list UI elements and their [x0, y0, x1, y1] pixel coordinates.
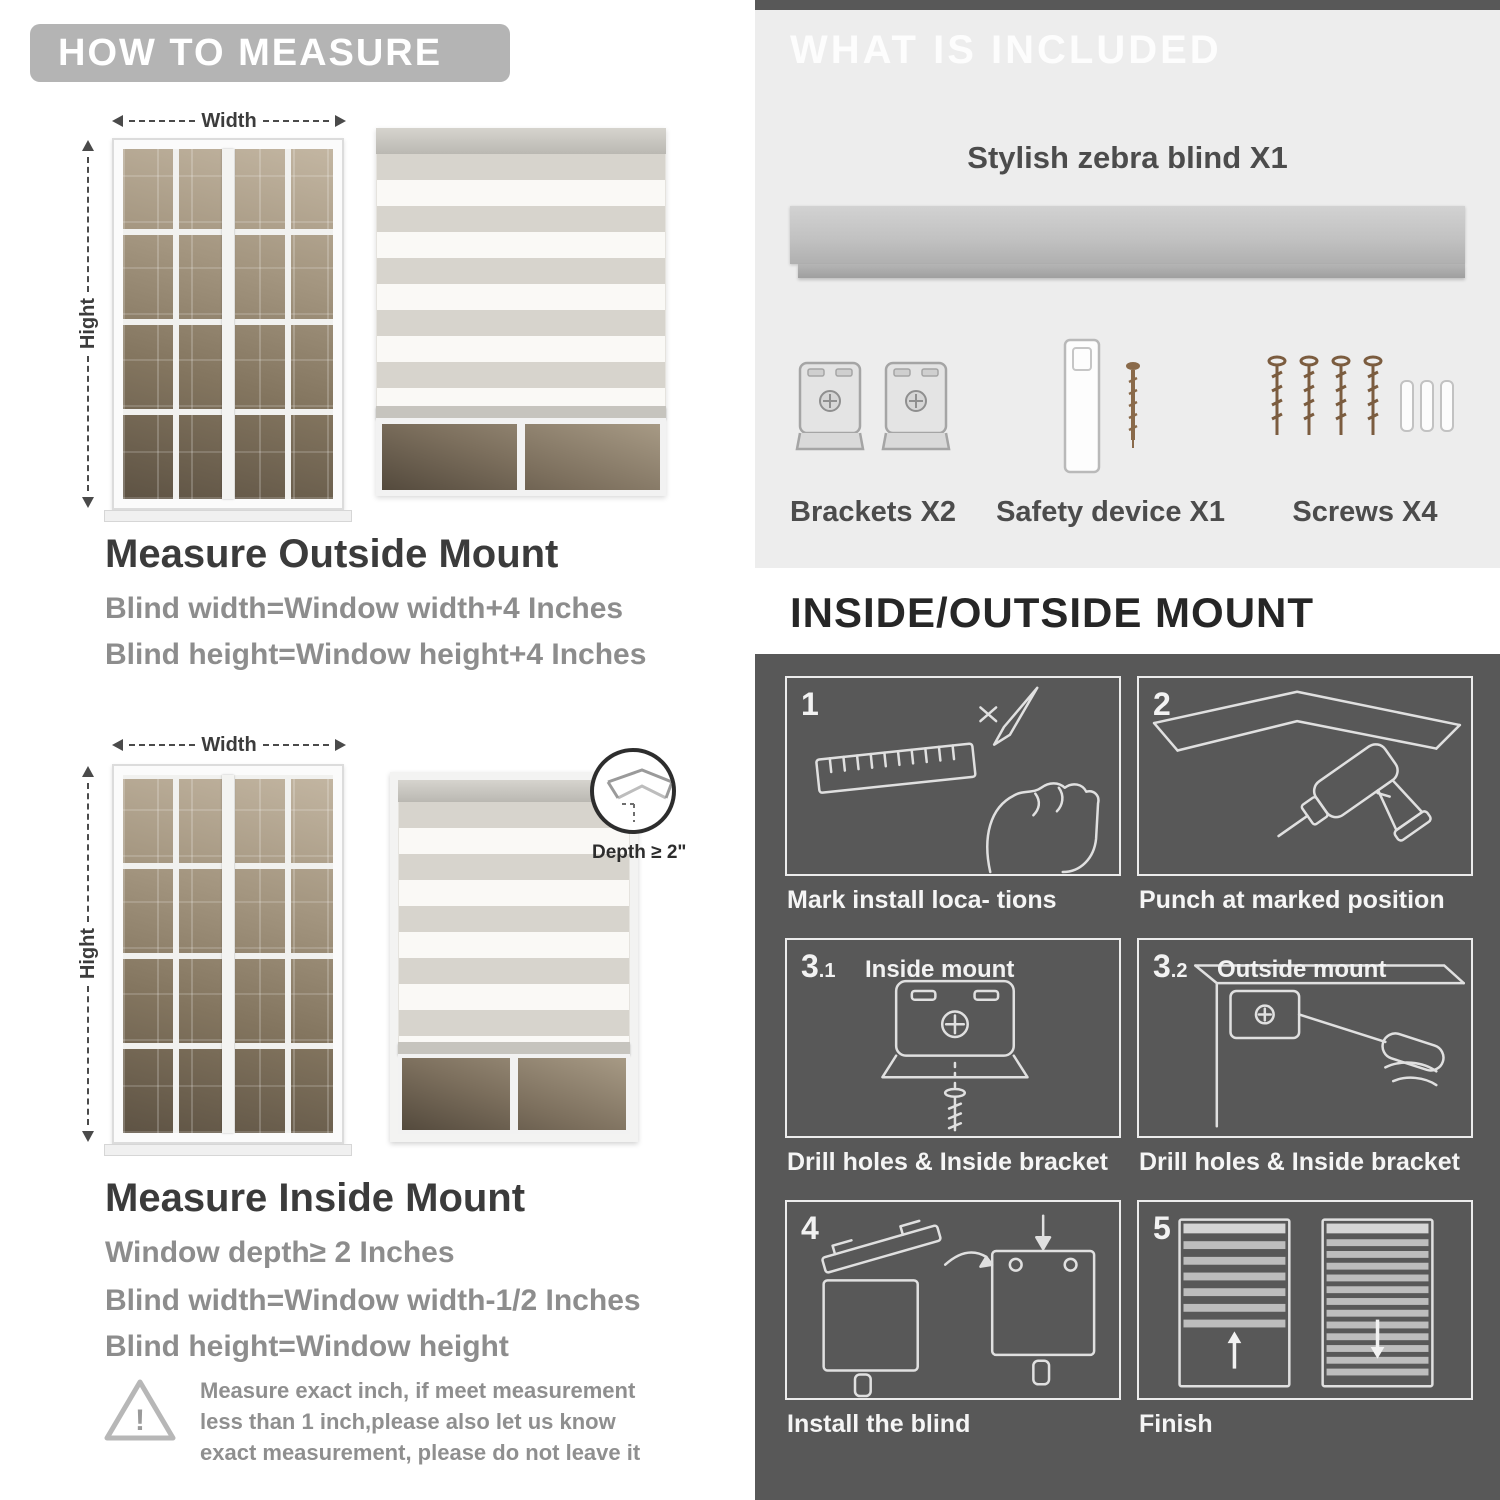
step-3-2-caption: Drill holes & Inside bracket — [1139, 1148, 1460, 1176]
outside-width-arrow: Width — [112, 109, 347, 132]
screws-label: Screws X4 — [1292, 496, 1438, 528]
safety-device-icon — [1063, 338, 1140, 474]
step-number: 3 — [801, 948, 819, 984]
arrow-up-icon — [82, 140, 94, 151]
mark-locations-illustration — [787, 678, 1119, 874]
inside-formula-height: Blind height=Window height — [105, 1330, 509, 1363]
screws-icon — [1267, 355, 1454, 435]
bracket-icon — [881, 361, 951, 451]
outside-height-arrow: Hight — [76, 140, 100, 508]
height-label: Hight — [76, 298, 99, 350]
depth-label: Depth ≥ 2" — [592, 842, 687, 863]
warning-mark: ! — [135, 1404, 145, 1437]
step-3-1: 3.1 Inside mount — [785, 938, 1121, 1182]
brackets-label: Brackets X2 — [790, 496, 957, 528]
arrow-down-icon — [82, 497, 94, 508]
install-blind-illustration — [787, 1202, 1119, 1398]
inside-outside-mount-panel: INSIDE/OUTSIDE MOUNT 1 — [755, 572, 1500, 1500]
arrow-down-icon — [82, 1131, 94, 1142]
step-1-caption: Mark install loca- tions — [787, 886, 1057, 914]
mount-header: INSIDE/OUTSIDE MOUNT — [790, 589, 1315, 636]
outside-formula-width: Blind width=Window width+4 Inches — [105, 592, 624, 625]
drill-illustration — [1139, 678, 1471, 874]
step-5: 5 — [1137, 1200, 1473, 1444]
arrow-left-icon — [112, 739, 123, 751]
outside-zebra-blind-figure — [376, 128, 666, 496]
mount-steps-grid: 1 Mark inst — [785, 676, 1473, 1444]
step-3-2-box: 3.2 Outside mount — [1137, 938, 1473, 1138]
finish-illustration — [1139, 1202, 1471, 1398]
inside-bracket-illustration — [787, 940, 1119, 1136]
height-label: Hight — [76, 928, 99, 980]
step-3-1-caption: Drill holes & Inside bracket — [787, 1148, 1108, 1176]
arrow-up-icon — [82, 766, 94, 777]
step-1-box: 1 — [785, 676, 1121, 876]
step-2-box: 2 — [1137, 676, 1473, 876]
inside-height-arrow: Hight — [76, 766, 100, 1142]
step-number: 5 — [1153, 1210, 1171, 1246]
arrow-right-icon — [335, 739, 347, 751]
measure-warning: ! Measure exact inch, if meet measuremen… — [102, 1376, 660, 1468]
arrow-left-icon — [112, 115, 123, 127]
inside-width-arrow: Width — [112, 733, 347, 756]
step-3-1-box: 3.1 Inside mount — [785, 938, 1121, 1138]
inside-zebra-blind-figure — [390, 772, 638, 1142]
step-2: 2 — [1137, 676, 1473, 920]
step-number: 3 — [1153, 948, 1171, 984]
outside-mount-title: Measure Outside Mount — [105, 532, 559, 576]
outside-mount-label: Outside mount — [1217, 956, 1387, 983]
inside-formula-depth: Window depth≥ 2 Inches — [105, 1236, 455, 1269]
item-brackets: Brackets X2 — [790, 332, 956, 529]
step-5-box: 5 — [1137, 1200, 1473, 1400]
warning-triangle-icon: ! — [104, 1379, 176, 1441]
zebra-blind-label: Stylish zebra blind X1 — [967, 140, 1288, 175]
step-1: 1 Mark inst — [785, 676, 1121, 920]
top-dark-strip — [755, 0, 1500, 10]
outside-formula-height: Blind height=Window height+4 Inches — [105, 638, 647, 671]
mount-header-strip: INSIDE/OUTSIDE MOUNT — [755, 572, 1500, 654]
what-is-included-panel: WHAT IS INCLUDED Stylish zebra blind X1 — [755, 10, 1500, 568]
what-is-included-header: WHAT IS INCLUDED — [790, 28, 1222, 72]
inside-mount-label: Inside mount — [865, 956, 1015, 983]
item-screws: Screws X4 — [1265, 332, 1465, 529]
step-number: 1 — [801, 686, 819, 722]
inside-mount-title: Measure Inside Mount — [105, 1176, 526, 1220]
zebra-blind-headrail-image — [790, 206, 1465, 278]
outside-bracket-illustration — [1139, 940, 1471, 1136]
how-to-measure-header: HOW TO MEASURE — [30, 24, 510, 82]
step-4-box: 4 — [785, 1200, 1121, 1400]
step-4-caption: Install the blind — [787, 1410, 971, 1438]
inside-formula-width: Blind width=Window width-1/2 Inches — [105, 1284, 641, 1317]
step-2-caption: Punch at marked position — [1139, 886, 1445, 914]
item-safety-device: Safety device X1 — [996, 332, 1225, 529]
step-5-caption: Finish — [1139, 1410, 1213, 1438]
width-label: Width — [201, 109, 257, 132]
included-items-row: Brackets X2 Safety device X1 — [790, 332, 1465, 529]
step-number: 4 — [801, 1210, 819, 1246]
step-3-2: 3.2 Outside mount — [1137, 938, 1473, 1182]
step-number: 2 — [1153, 686, 1171, 722]
outside-window-photo — [104, 138, 352, 522]
bracket-icon — [795, 361, 865, 451]
step-4: 4 — [785, 1200, 1121, 1444]
warning-text: Measure exact inch, if meet measurement … — [200, 1378, 641, 1465]
width-label: Width — [201, 733, 257, 756]
depth-magnifier-icon — [590, 748, 676, 834]
inside-window-photo — [104, 764, 352, 1156]
arrow-right-icon — [335, 115, 347, 127]
safety-device-label: Safety device X1 — [996, 496, 1225, 528]
